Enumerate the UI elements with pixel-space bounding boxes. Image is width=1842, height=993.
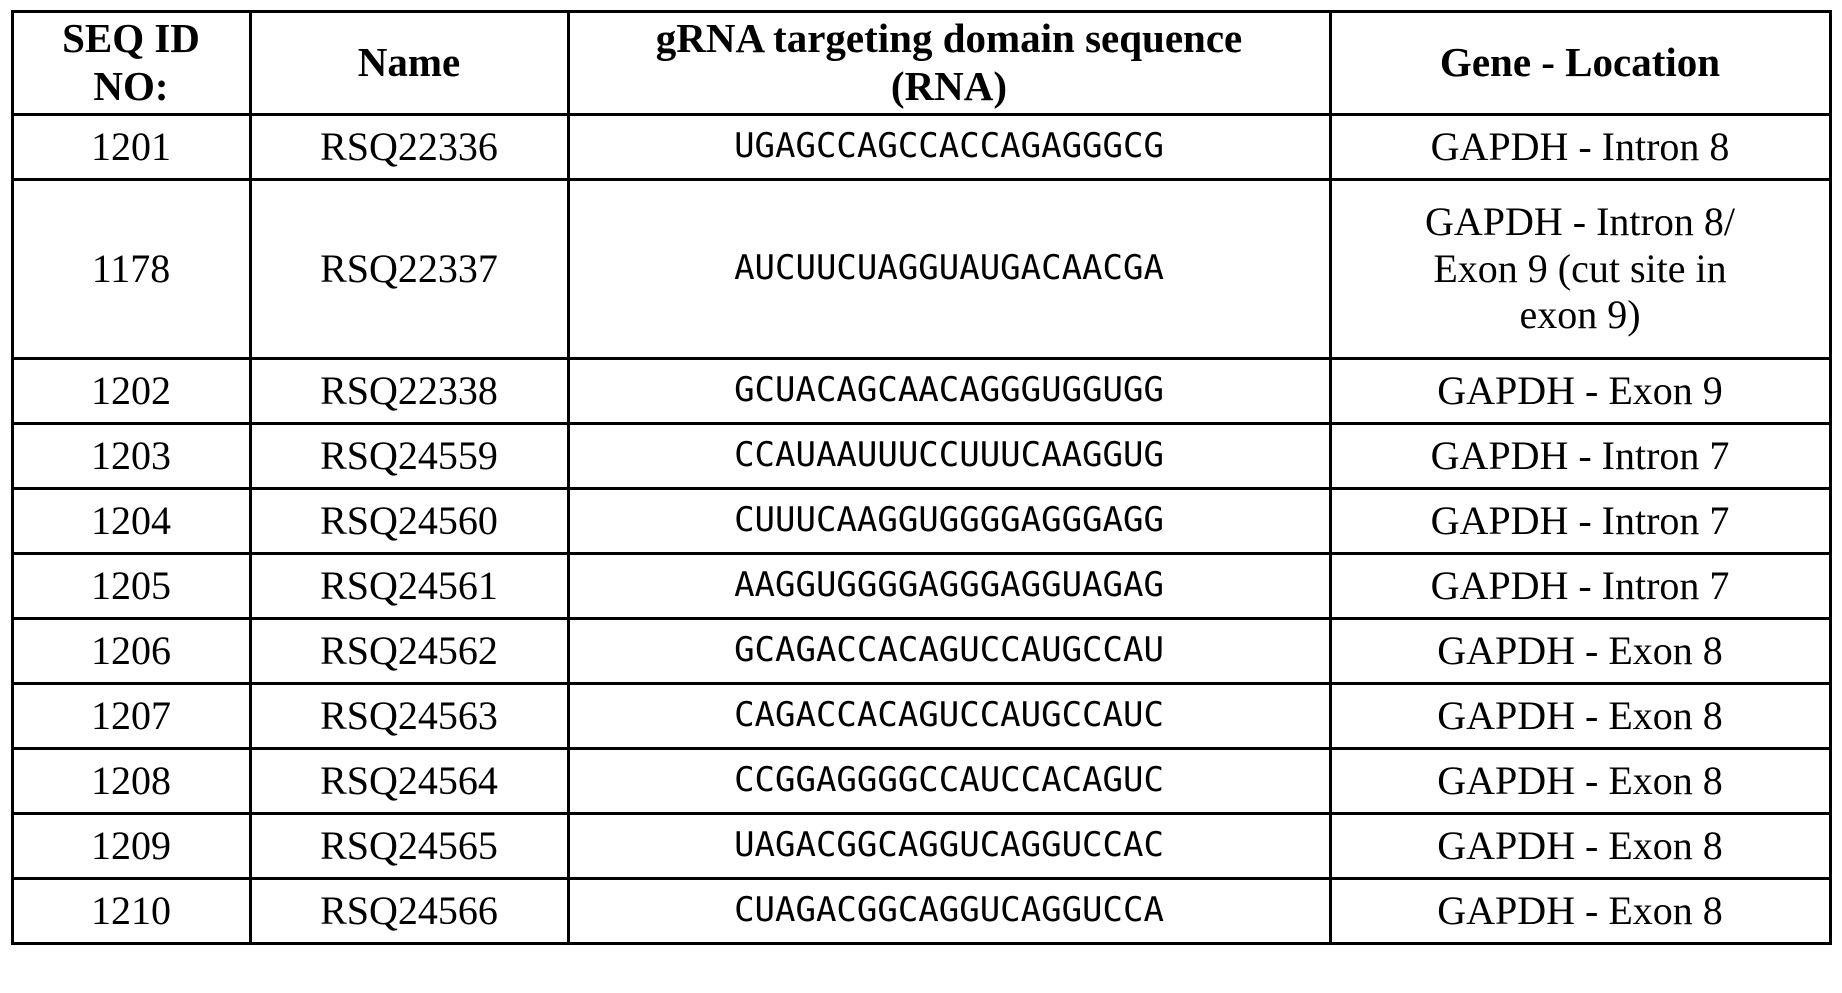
cell-seq-id: 1203	[10, 422, 252, 490]
cell-gene-location: GAPDH - Exon 8	[1328, 877, 1832, 945]
cell-name: RSQ24561	[248, 552, 570, 620]
table-row: 1209 RSQ24565 UAGACGGCAGGUCAGGUCCAC GAPD…	[10, 812, 1832, 880]
column-header-name-line-1: Name	[357, 39, 461, 86]
cell-gene-location: GAPDH - Exon 8	[1328, 812, 1832, 880]
cell-rna-sequence: CUUUCAAGGUGGGGAGGGAGG	[566, 487, 1332, 555]
cell-seq-id: 1210	[10, 877, 252, 945]
cell-seq-id: 1206	[10, 617, 252, 685]
column-header-seq-id-line-1: SEQ ID	[62, 15, 200, 62]
table-row: 1203 RSQ24559 CCAUAAUUUCCUUUCAAGGUG GAPD…	[10, 422, 1832, 490]
cell-gene-location: GAPDH - Intron 7	[1328, 422, 1832, 490]
column-header-seq-id: SEQ ID NO:	[10, 10, 252, 116]
cell-rna-sequence: CCGGAGGGGCCAUCCACAGUC	[566, 747, 1332, 815]
table-header: SEQ ID NO: Name gRNA targeting domain se…	[10, 10, 1832, 116]
gene-location-line: GAPDH - Intron 7	[1430, 562, 1730, 608]
header-row: SEQ ID NO: Name gRNA targeting domain se…	[10, 10, 1832, 116]
cell-rna-sequence: CCAUAAUUUCCUUUCAAGGUG	[566, 422, 1332, 490]
gene-location-line: exon 9)	[1519, 292, 1641, 338]
cell-rna-sequence: CUAGACGGCAGGUCAGGUCCA	[566, 877, 1332, 945]
cell-gene-location: GAPDH - Exon 8	[1328, 682, 1832, 750]
gene-location-line: GAPDH - Exon 8	[1437, 692, 1723, 738]
grna-sequence-table: SEQ ID NO: Name gRNA targeting domain se…	[10, 10, 1832, 945]
cell-rna-sequence: GCAGACCACAGUCCAUGCCAU	[566, 617, 1332, 685]
table-row: 1207 RSQ24563 CAGACCACAGUCCAUGCCAUC GAPD…	[10, 682, 1832, 750]
cell-gene-location: GAPDH - Exon 8	[1328, 617, 1832, 685]
cell-seq-id: 1202	[10, 357, 252, 425]
column-header-gene-location-line-1: Gene - Location	[1439, 39, 1721, 86]
gene-location-line: GAPDH - Exon 8	[1437, 757, 1723, 803]
cell-name: RSQ24562	[248, 617, 570, 685]
cell-gene-location: GAPDH - Intron 7	[1328, 552, 1832, 620]
table-row: 1204 RSQ24560 CUUUCAAGGUGGGGAGGGAGG GAPD…	[10, 487, 1832, 555]
cell-seq-id: 1201	[10, 113, 252, 181]
cell-gene-location: GAPDH - Intron 8	[1328, 113, 1832, 181]
gene-location-line: GAPDH - Exon 9	[1437, 367, 1723, 413]
gene-location-line: GAPDH - Exon 8	[1437, 627, 1723, 673]
cell-gene-location: GAPDH - Intron 8/ Exon 9 (cut site in ex…	[1328, 178, 1832, 360]
column-header-seq-id-line-2: NO:	[93, 63, 169, 109]
gene-location-line: GAPDH - Intron 7	[1430, 432, 1730, 478]
cell-seq-id: 1178	[10, 178, 252, 360]
table-row: 1178 RSQ22337 AUCUUCUAGGUAUGACAACGA GAPD…	[10, 178, 1832, 360]
cell-name: RSQ24566	[248, 877, 570, 945]
table-body: 1201 RSQ22336 UGAGCCAGCCACCAGAGGGCG GAPD…	[10, 113, 1832, 945]
column-header-rna-sequence: gRNA targeting domain sequence (RNA)	[566, 10, 1332, 116]
cell-rna-sequence: AUCUUCUAGGUAUGACAACGA	[566, 178, 1332, 360]
table-row: 1210 RSQ24566 CUAGACGGCAGGUCAGGUCCA GAPD…	[10, 877, 1832, 945]
cell-name: RSQ22336	[248, 113, 570, 181]
cell-rna-sequence: GCUACAGCAACAGGGUGGUGG	[566, 357, 1332, 425]
cell-name: RSQ24563	[248, 682, 570, 750]
cell-rna-sequence: UGAGCCAGCCACCAGAGGGCG	[566, 113, 1332, 181]
cell-name: RSQ24565	[248, 812, 570, 880]
gene-location-line: GAPDH - Exon 8	[1437, 822, 1723, 868]
gene-location-line: GAPDH - Intron 7	[1430, 497, 1730, 543]
gene-location-line: Exon 9 (cut site in	[1433, 245, 1727, 291]
cell-name: RSQ22337	[248, 178, 570, 360]
cell-seq-id: 1207	[10, 682, 252, 750]
gene-location-line: GAPDH - Exon 8	[1437, 887, 1723, 933]
column-header-gene-location: Gene - Location	[1328, 10, 1832, 116]
cell-gene-location: GAPDH - Intron 7	[1328, 487, 1832, 555]
table-row: 1208 RSQ24564 CCGGAGGGGCCAUCCACAGUC GAPD…	[10, 747, 1832, 815]
cell-seq-id: 1208	[10, 747, 252, 815]
gene-location-line: GAPDH - Intron 8/	[1425, 198, 1735, 244]
column-header-name: Name	[248, 10, 570, 116]
table-row: 1205 RSQ24561 AAGGUGGGGAGGGAGGUAGAG GAPD…	[10, 552, 1832, 620]
cell-name: RSQ22338	[248, 357, 570, 425]
cell-rna-sequence: CAGACCACAGUCCAUGCCAUC	[566, 682, 1332, 750]
cell-rna-sequence: AAGGUGGGGAGGGAGGUAGAG	[566, 552, 1332, 620]
table-row: 1201 RSQ22336 UGAGCCAGCCACCAGAGGGCG GAPD…	[10, 113, 1832, 181]
cell-gene-location: GAPDH - Exon 8	[1328, 747, 1832, 815]
gene-location-line: GAPDH - Intron 8	[1430, 123, 1730, 169]
column-header-rna-sequence-line-2: (RNA)	[890, 63, 1008, 109]
cell-seq-id: 1209	[10, 812, 252, 880]
cell-seq-id: 1205	[10, 552, 252, 620]
cell-name: RSQ24564	[248, 747, 570, 815]
cell-seq-id: 1204	[10, 487, 252, 555]
cell-name: RSQ24559	[248, 422, 570, 490]
table-row: 1202 RSQ22338 GCUACAGCAACAGGGUGGUGG GAPD…	[10, 357, 1832, 425]
column-header-rna-sequence-line-1: gRNA targeting domain sequence	[655, 15, 1243, 62]
table-row: 1206 RSQ24562 GCAGACCACAGUCCAUGCCAU GAPD…	[10, 617, 1832, 685]
cell-gene-location: GAPDH - Exon 9	[1328, 357, 1832, 425]
cell-name: RSQ24560	[248, 487, 570, 555]
cell-rna-sequence: UAGACGGCAGGUCAGGUCCAC	[566, 812, 1332, 880]
